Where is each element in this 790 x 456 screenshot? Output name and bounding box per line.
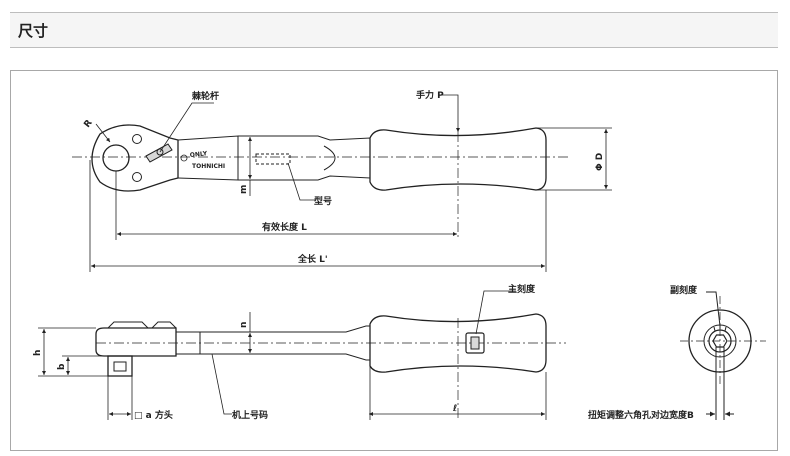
ratchet-bolt-top (132, 134, 142, 144)
n-label: n (239, 322, 249, 328)
effective-length-label: 有效长度 L (262, 221, 307, 233)
wrench-grip (369, 127, 547, 191)
ratchet-bolt-bottom (132, 172, 142, 182)
top-dimensions (89, 94, 612, 272)
total-length-label: 全长 L' (297, 253, 328, 265)
lever-pin (156, 148, 164, 156)
end-sub-scale-inner (708, 329, 732, 353)
hand-force-label: 手力 P (416, 89, 444, 101)
model-no-leader (287, 162, 316, 201)
b-label: b (57, 363, 67, 370)
square-drive-circle (102, 144, 130, 172)
main-scale-indicator (470, 336, 480, 350)
l-label: ℓ (452, 404, 457, 414)
h-label: h (33, 350, 43, 356)
ratchet-rod-leader (159, 102, 214, 153)
radius-label: R (82, 118, 94, 130)
hand-force-leader (442, 94, 460, 132)
side-ratchet-top (107, 321, 149, 329)
tube-notch (323, 145, 336, 171)
main-scale-window (465, 332, 485, 354)
brand-name: TOHNICHI (192, 163, 225, 170)
machine-no-label: 机上号码 (232, 409, 268, 421)
model-no-label: 型号 (314, 195, 332, 207)
page-header: 尺寸 (10, 12, 778, 48)
brand-only: ONLY (189, 150, 208, 159)
model-number-slot (255, 153, 291, 165)
side-dimensions (38, 290, 547, 420)
end-view (680, 291, 766, 420)
top-view (72, 124, 570, 240)
ratchet-head (91, 124, 179, 192)
side-square-tip (113, 361, 127, 372)
side-square-drive (107, 355, 133, 377)
main-scale-leader (475, 290, 516, 335)
side-lever (151, 321, 177, 329)
hex-width-label: 扭矩调整六角孔对边宽度B (588, 409, 694, 421)
brand-logo-icon (180, 154, 188, 162)
ratchet-rod-label: 棘轮杆 (191, 90, 219, 102)
side-view (95, 313, 566, 418)
diagram-frame (10, 70, 778, 451)
m-label: m (239, 185, 249, 194)
ratchet-lever (145, 143, 173, 163)
sub-scale-label: 副刻度 (670, 284, 698, 296)
sub-scale-tick-3 (724, 326, 727, 332)
sub-scale-leader (706, 291, 721, 327)
main-scale-label: 主刻度 (508, 283, 536, 295)
side-grip (369, 313, 547, 373)
wrench-neck (177, 135, 239, 181)
phi-d-label: Φ D (595, 153, 605, 171)
square-a-label: □ a 方头 (134, 409, 173, 421)
wrench-tube (238, 135, 371, 181)
sub-scale-tick-1 (713, 326, 716, 332)
side-head (95, 327, 177, 357)
page-title: 尺寸 (18, 22, 49, 40)
machine-no-leader (211, 353, 232, 415)
end-grip-outer (688, 309, 752, 373)
radius-leader (95, 123, 111, 143)
